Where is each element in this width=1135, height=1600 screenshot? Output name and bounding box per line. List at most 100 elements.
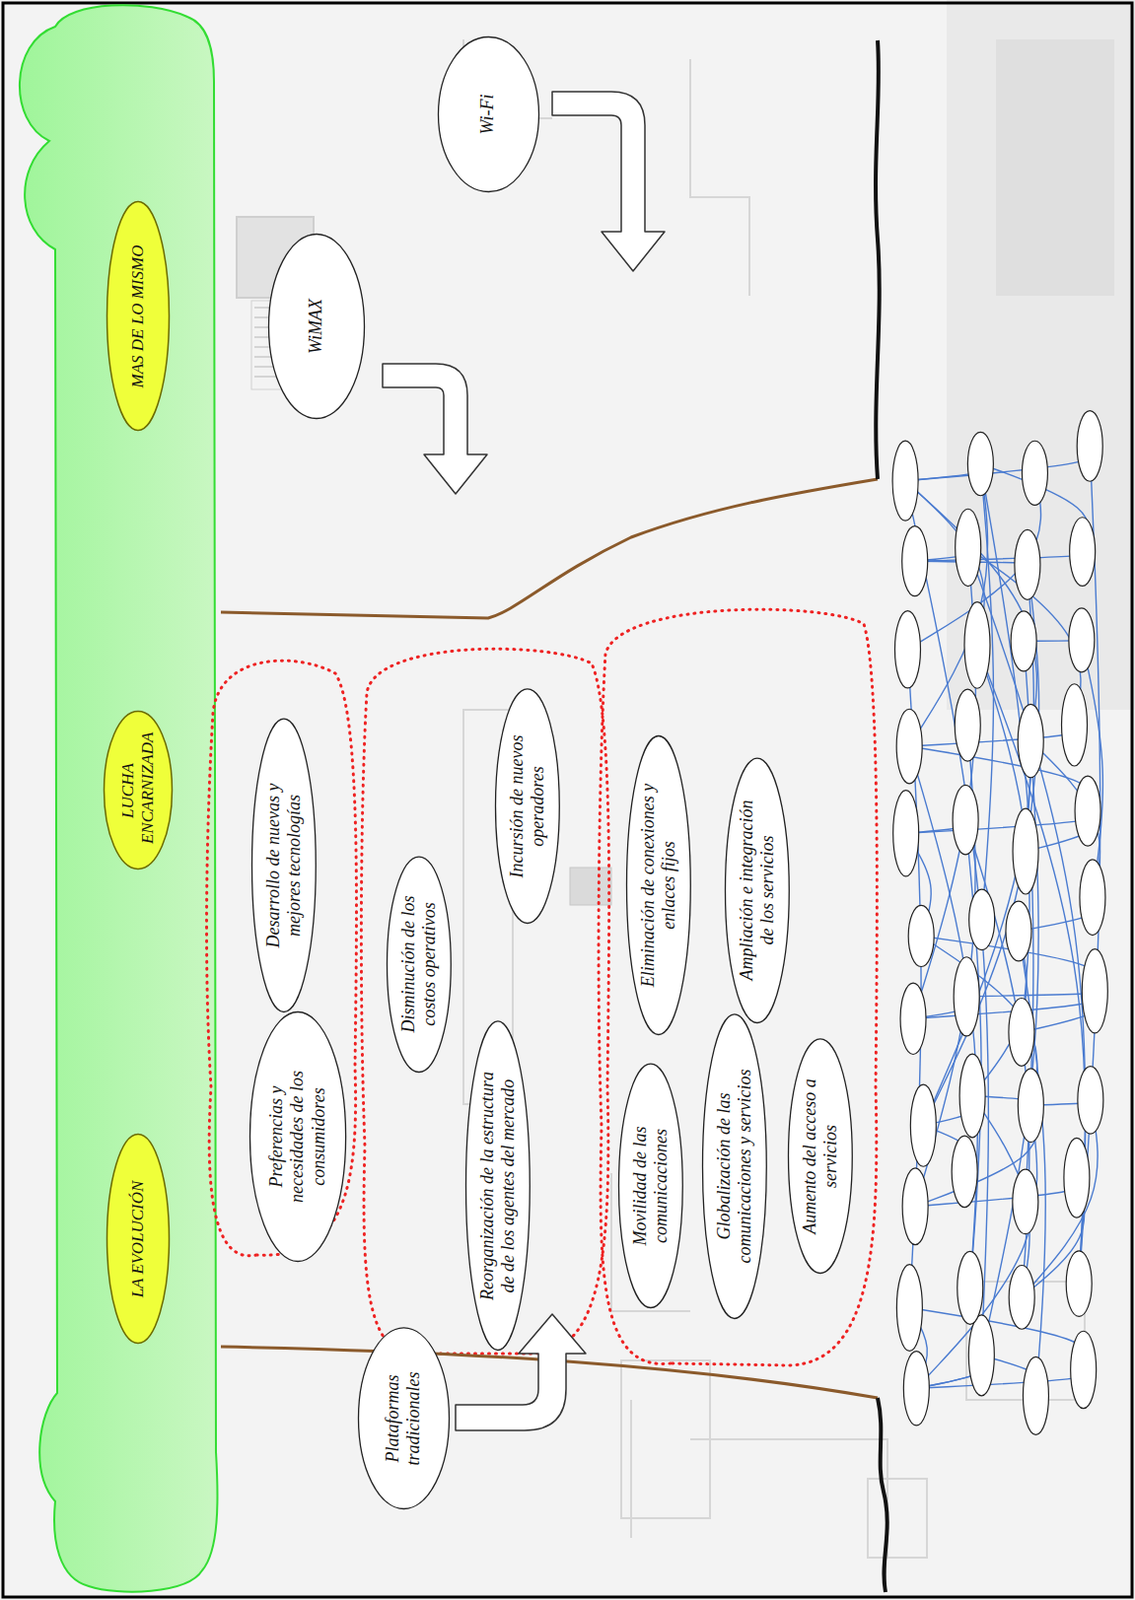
ellipse-shape xyxy=(725,758,790,1023)
ellipse-shape xyxy=(387,856,452,1072)
root-ellipse xyxy=(1017,704,1044,778)
ellipse-shape xyxy=(788,1039,853,1275)
block-arrow xyxy=(455,1314,586,1431)
root-ellipse xyxy=(1010,611,1037,672)
ellipse-shape xyxy=(703,1014,768,1320)
concept-ellipse: Incursión de nuevos operadores xyxy=(494,688,562,926)
ellipse-shape xyxy=(496,689,561,924)
node-label: LUCHA ENCARNIZADA xyxy=(118,737,158,845)
node-label: Movilidad de las comunicaciones xyxy=(630,1099,672,1274)
concept-ellipse: Desarrollo de nuevas y mejores tecnologí… xyxy=(250,717,318,1014)
root-ellipse xyxy=(951,1135,978,1207)
node-label: Ampliación e integración de los servicio… xyxy=(736,796,779,986)
root-ellipse xyxy=(902,1168,928,1246)
root-ellipse xyxy=(957,1251,984,1325)
root-ellipse xyxy=(953,957,980,1037)
root-ellipse xyxy=(964,602,991,690)
concept-ellipse: Wi-Fi xyxy=(436,35,541,194)
board-block xyxy=(995,39,1115,296)
node-label: WiMAX xyxy=(305,298,327,355)
root-ellipse xyxy=(1069,517,1096,587)
root-line xyxy=(913,991,1101,1019)
ellipse-shape xyxy=(252,718,317,1012)
node-label: MAS DE LO MISMO xyxy=(128,245,148,389)
ellipse-shape xyxy=(104,711,173,870)
root-line xyxy=(916,1369,1089,1389)
root-ellipse xyxy=(968,1315,994,1397)
ellipse-shape xyxy=(619,1064,684,1308)
ellipse-shape xyxy=(627,736,692,1036)
root-ellipse xyxy=(1068,608,1095,673)
chip xyxy=(569,867,612,906)
root-ellipse xyxy=(1076,411,1103,483)
node-label: Incursión de nuevos operadores xyxy=(506,723,549,891)
root-line xyxy=(905,445,1096,481)
root-ellipse xyxy=(1012,1169,1039,1235)
root-ellipse xyxy=(903,1351,929,1426)
node-label: Preferencias y necesidades de los consum… xyxy=(266,1048,330,1226)
root-line xyxy=(909,1308,1089,1371)
root-ellipse xyxy=(1008,998,1035,1067)
root-ellipse xyxy=(1077,1066,1104,1135)
root-ellipse xyxy=(896,709,923,784)
root-ellipse xyxy=(967,431,994,496)
root-network xyxy=(892,411,1108,1436)
ground-line xyxy=(875,40,888,1593)
root-line xyxy=(981,741,1039,1356)
block-arrow xyxy=(382,363,488,495)
ellipse-shape xyxy=(466,1021,531,1351)
node-label: LA EVOLUCIÓN xyxy=(128,1181,148,1299)
root-ellipse xyxy=(893,790,920,877)
tree-canopy xyxy=(19,4,218,1592)
root-ellipse xyxy=(1070,1331,1097,1409)
root-ellipse xyxy=(1062,684,1088,767)
root-ellipse xyxy=(954,689,981,762)
concept-ellipse: Reorganización de la estructura de de lo… xyxy=(464,1020,532,1353)
node-label: Aumento del acceso a servicios xyxy=(799,1073,842,1241)
root-ellipse xyxy=(1022,1356,1049,1435)
root-line xyxy=(909,724,1080,747)
root-ellipse xyxy=(1081,949,1108,1034)
root-ellipse xyxy=(1021,440,1048,505)
root-ellipse xyxy=(910,1084,936,1167)
ellipse-shape xyxy=(107,1135,170,1345)
root-ellipse xyxy=(892,440,919,521)
root-ellipse xyxy=(908,905,934,967)
root-ellipse xyxy=(969,889,995,950)
root-ellipse xyxy=(1008,1266,1035,1331)
concept-ellipse: Preferencias y necesidades de los consum… xyxy=(248,1010,348,1264)
root-ellipse xyxy=(1017,1068,1044,1143)
node-label: Eliminación de conexiones y enlaces fijo… xyxy=(638,779,680,993)
root-line xyxy=(915,552,1089,563)
group-outline xyxy=(207,609,878,1366)
block-arrow xyxy=(552,91,665,272)
concept-ellipse: Aumento del acceso a servicios xyxy=(786,1038,854,1277)
root-ellipse xyxy=(1005,901,1032,962)
concept-ellipse: Globalización de las comunicaciones y se… xyxy=(701,1012,769,1321)
ellipse-shape xyxy=(437,37,539,193)
ground-line xyxy=(877,1398,888,1593)
ground-line xyxy=(875,40,880,480)
root-ellipse xyxy=(900,983,926,1055)
concept-ellipse: Eliminación de conexiones y enlaces fijo… xyxy=(625,734,693,1037)
ellipse-shape xyxy=(107,202,170,431)
root-ellipse xyxy=(1079,859,1106,936)
root-line xyxy=(906,811,1094,835)
root-ellipse xyxy=(959,1054,986,1138)
root-ellipse xyxy=(894,611,921,689)
root-ellipse xyxy=(1074,776,1101,847)
node-label: Reorganización de la estructura de de lo… xyxy=(477,1068,519,1304)
ellipse-shape xyxy=(269,234,365,420)
root-ellipse xyxy=(952,784,979,854)
root-ellipse xyxy=(1065,1251,1092,1318)
node-label: Wi-Fi xyxy=(477,94,498,136)
node-label: Plataformas tradicionales xyxy=(382,1354,425,1484)
tree-trunk xyxy=(220,479,878,1399)
node-label: Globalización de las comunicaciones y se… xyxy=(713,1058,756,1276)
root-ellipse xyxy=(902,526,928,597)
node-label: Disminución de los costos operativos xyxy=(398,888,440,1042)
concept-ellipse: Plataformas tradicionales xyxy=(356,1327,451,1512)
